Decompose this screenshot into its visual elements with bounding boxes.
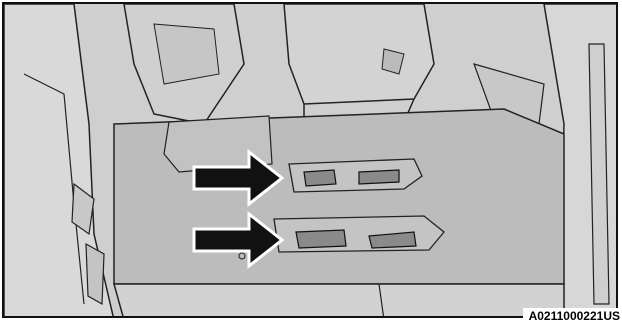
illustration-frame (2, 2, 618, 318)
center-seat (284, 4, 434, 104)
figure-code: A0211000221US (523, 308, 622, 323)
sill-plate (114, 284, 564, 318)
interior-drawing (4, 4, 618, 318)
door-step-trim (86, 244, 104, 304)
